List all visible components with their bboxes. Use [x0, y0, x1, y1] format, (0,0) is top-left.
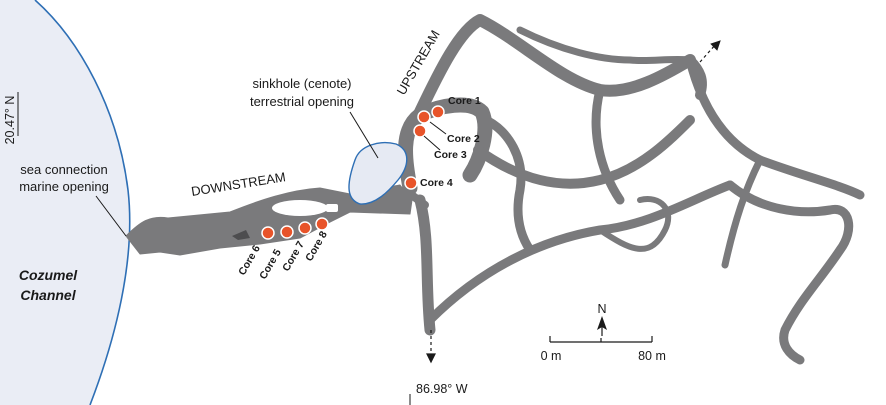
- core2-leader-line: [429, 121, 447, 135]
- core-markers: [261, 105, 445, 240]
- cave-passages: [125, 184, 413, 256]
- latitude-label: 20.47° N: [3, 96, 17, 145]
- east-branch-2: [685, 55, 865, 200]
- sea-area: [0, 0, 130, 405]
- core-4-marker: [404, 176, 418, 190]
- downstream-label: DOWNSTREAM: [190, 169, 287, 199]
- upstream-loop: [398, 97, 493, 196]
- east-network: [725, 180, 854, 365]
- sea-connection-label-line2: marine opening: [19, 179, 109, 194]
- core-2-marker: [417, 110, 431, 124]
- east-branch-1: [591, 85, 625, 205]
- ne-arrowhead: [710, 40, 721, 51]
- sinkhole-label-line1: sinkhole (cenote): [253, 76, 352, 91]
- core3-leader-line: [423, 135, 441, 151]
- longitude-label: 86.98° W: [416, 382, 468, 396]
- ne-continuation-line: [699, 43, 717, 63]
- cenote: [348, 142, 408, 205]
- core-7-marker: [298, 221, 312, 235]
- sinkhole-label-line2: terrestrial opening: [250, 94, 354, 109]
- core-4-label: Core 4: [420, 177, 453, 189]
- core-8-marker: [315, 217, 329, 231]
- passage-island: [272, 200, 328, 216]
- north-descent: [477, 113, 535, 255]
- passage-pillar: [326, 204, 338, 212]
- core-5-label: Core 5: [257, 247, 284, 281]
- core-1-label: Core 1: [448, 95, 481, 107]
- east-spur: [721, 156, 764, 269]
- far-east-loop: [597, 196, 672, 252]
- sea-connection-label-line1: sea connection: [20, 162, 107, 177]
- south-arrowhead: [426, 353, 436, 364]
- scale-bar-start-label: 0 m: [541, 349, 562, 363]
- scale-bar-end-label: 80 m: [638, 349, 666, 363]
- core-1-marker: [431, 105, 445, 119]
- north-inner-passage: [516, 26, 694, 65]
- northeast-end: [685, 55, 707, 100]
- core-5-marker: [280, 225, 294, 239]
- north-loop: [414, 14, 696, 118]
- channel-label-line1: Cozumel: [19, 267, 78, 283]
- north-arrow-icon: [597, 316, 607, 330]
- core-3-label: Core 3: [434, 149, 467, 161]
- core-6-marker: [261, 226, 275, 240]
- core-3-marker: [413, 124, 427, 138]
- coastline: [34, 0, 131, 405]
- middle-passage: [473, 115, 695, 189]
- dark-pocket: [232, 230, 250, 240]
- scale-bar: [549, 336, 653, 343]
- continuation-arrows: [426, 40, 721, 364]
- downstream-passage: [125, 184, 413, 256]
- core-2-label: Core 2: [447, 133, 480, 145]
- cenote-leader-line: [349, 111, 379, 159]
- channel-label-line2: Channel: [20, 287, 76, 303]
- south-passage: [414, 194, 436, 336]
- sea-leader-line: [95, 195, 127, 237]
- north-arrow-label: N: [597, 302, 606, 316]
- diagonal-passage: [425, 180, 735, 325]
